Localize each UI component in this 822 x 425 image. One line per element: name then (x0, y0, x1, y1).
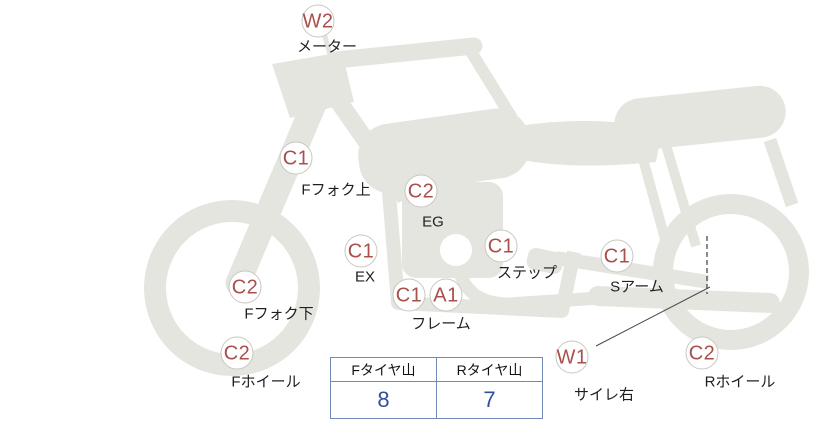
label-front-fork-upper: Fフォク上 (301, 181, 371, 199)
marker-front-wheel: C2 (220, 336, 254, 370)
front-tire-header: Fタイヤ山 (330, 357, 437, 382)
marker-rear-wheel: C2 (685, 336, 719, 370)
label-front-fork-lower: Fフォク下 (244, 305, 314, 323)
front-tire-value: 8 (330, 381, 437, 419)
marker-silencer-right: W1 (555, 340, 589, 374)
engine-case-hole (440, 234, 472, 266)
marker-meter: W2 (301, 4, 335, 38)
marker-front-fork-upper: C1 (279, 141, 313, 175)
marker-frame-a1: A1 (429, 278, 463, 312)
marker-engine: C2 (404, 174, 438, 208)
handlebar-shape (327, 37, 483, 69)
label-silencer-right: サイレ右 (573, 386, 635, 404)
marker-exhaust: C1 (344, 234, 378, 268)
tire-tread-table: Fタイヤ山 Rタイヤ山 8 7 (330, 357, 543, 419)
marker-step: C1 (484, 229, 518, 263)
label-step: ステップ (496, 264, 558, 282)
label-front-wheel: Fホイール (231, 373, 301, 391)
footpeg-shape (526, 247, 564, 275)
lower-frame-shape (382, 191, 581, 318)
rear-shock-shape (635, 146, 673, 252)
label-swing-arm: Sアーム (610, 278, 664, 296)
label-rear-wheel: Rホイール (704, 373, 776, 391)
silencer-pointer-line (595, 286, 711, 347)
marker-swing-arm: C1 (600, 239, 634, 273)
marker-frame-c1: C1 (392, 278, 426, 312)
rear-tire-header: Rタイヤ山 (436, 357, 543, 382)
exhaust-header-shape (453, 270, 601, 311)
fuel-tank-shape (358, 108, 530, 194)
rear-cowl-shape (614, 85, 786, 151)
rear-frame-shape (661, 143, 701, 248)
label-exhaust: EX (354, 268, 376, 286)
label-engine: EG (422, 213, 444, 231)
headlight-shape (272, 52, 354, 118)
marker-front-fork-lower: C2 (228, 270, 262, 304)
swing-arm-shape (554, 251, 710, 289)
label-meter: メーター (296, 38, 358, 56)
label-frame: フレーム (411, 315, 471, 333)
rear-tire-value: 7 (436, 381, 543, 419)
steering-connector-shape (464, 46, 518, 122)
silencer-shape (588, 286, 780, 313)
rear-fender-shape (763, 137, 799, 208)
